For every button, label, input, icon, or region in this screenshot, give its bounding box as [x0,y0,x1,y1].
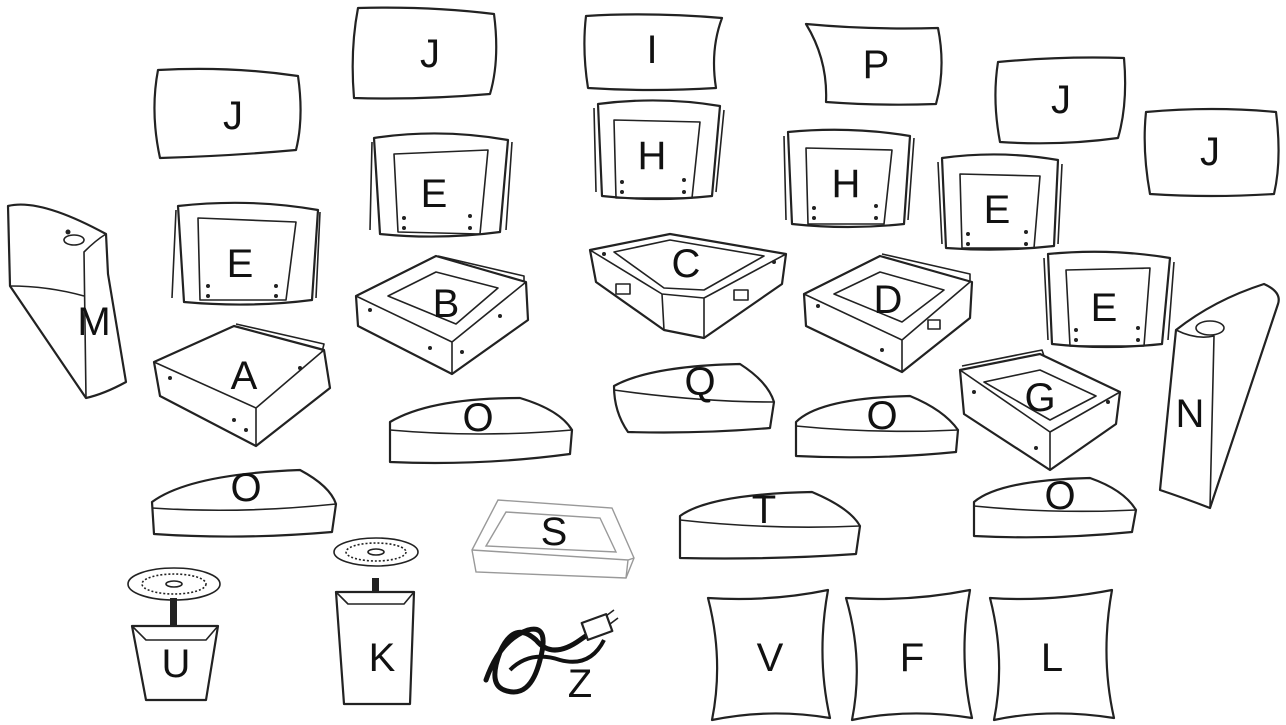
part-v: V [708,590,830,720]
part-m: M [8,205,126,398]
part-s: S [472,500,634,578]
part-a: A [154,324,330,446]
part-label: O [866,394,897,438]
part-k: K [334,538,418,704]
part-label: P [863,43,890,87]
part-label: Z [568,662,592,706]
part-label: G [1024,376,1055,420]
part-j2: J [353,8,497,99]
part-f: F [846,590,972,720]
part-label: A [231,354,258,398]
part-label: E [421,172,448,216]
part-label: N [1176,392,1205,436]
part-j4: J [1145,109,1279,196]
part-label: O [462,396,493,440]
part-label: L [1041,636,1063,680]
part-e3: E [938,154,1062,249]
part-label: J [1200,130,1220,174]
part-n: N [1160,284,1279,508]
part-label: M [77,300,110,344]
part-label: H [638,134,667,178]
part-b: B [356,256,528,374]
part-label: T [752,488,776,532]
part-o1: O [390,396,572,463]
part-i: I [584,14,722,90]
part-label: J [223,94,243,138]
part-e4: E [1044,252,1174,347]
part-p: P [806,24,942,105]
part-o3: O [152,466,336,537]
part-l: L [990,590,1114,720]
part-label: D [874,278,903,322]
part-c: C [590,234,786,338]
part-j1: J [154,69,300,158]
part-label: E [1091,286,1118,330]
part-label: F [900,636,924,680]
part-u: U [128,568,220,700]
part-t: T [680,488,860,559]
part-label: J [1051,78,1071,122]
part-label: O [230,466,261,510]
part-label: J [420,32,440,76]
part-q: Q [614,360,774,433]
part-o2: O [796,394,958,457]
part-z: Z [486,610,618,706]
part-label: K [369,636,396,680]
part-h1: H [594,100,724,199]
part-label: H [832,162,861,206]
part-label: S [541,510,568,554]
part-label: B [433,282,460,326]
part-o4: O [974,474,1136,537]
part-j3: J [995,58,1125,144]
part-e1: E [172,203,320,305]
part-e2: E [370,133,512,236]
part-d: D [804,254,972,372]
part-label: E [227,242,254,286]
part-label: Q [684,360,715,404]
part-h2: H [784,130,914,227]
part-label: I [646,28,657,72]
part-label: U [162,642,191,686]
part-label: V [757,636,784,680]
part-g: G [960,350,1120,470]
part-label: C [672,242,701,286]
part-label: E [984,188,1011,232]
part-label: O [1044,474,1075,518]
